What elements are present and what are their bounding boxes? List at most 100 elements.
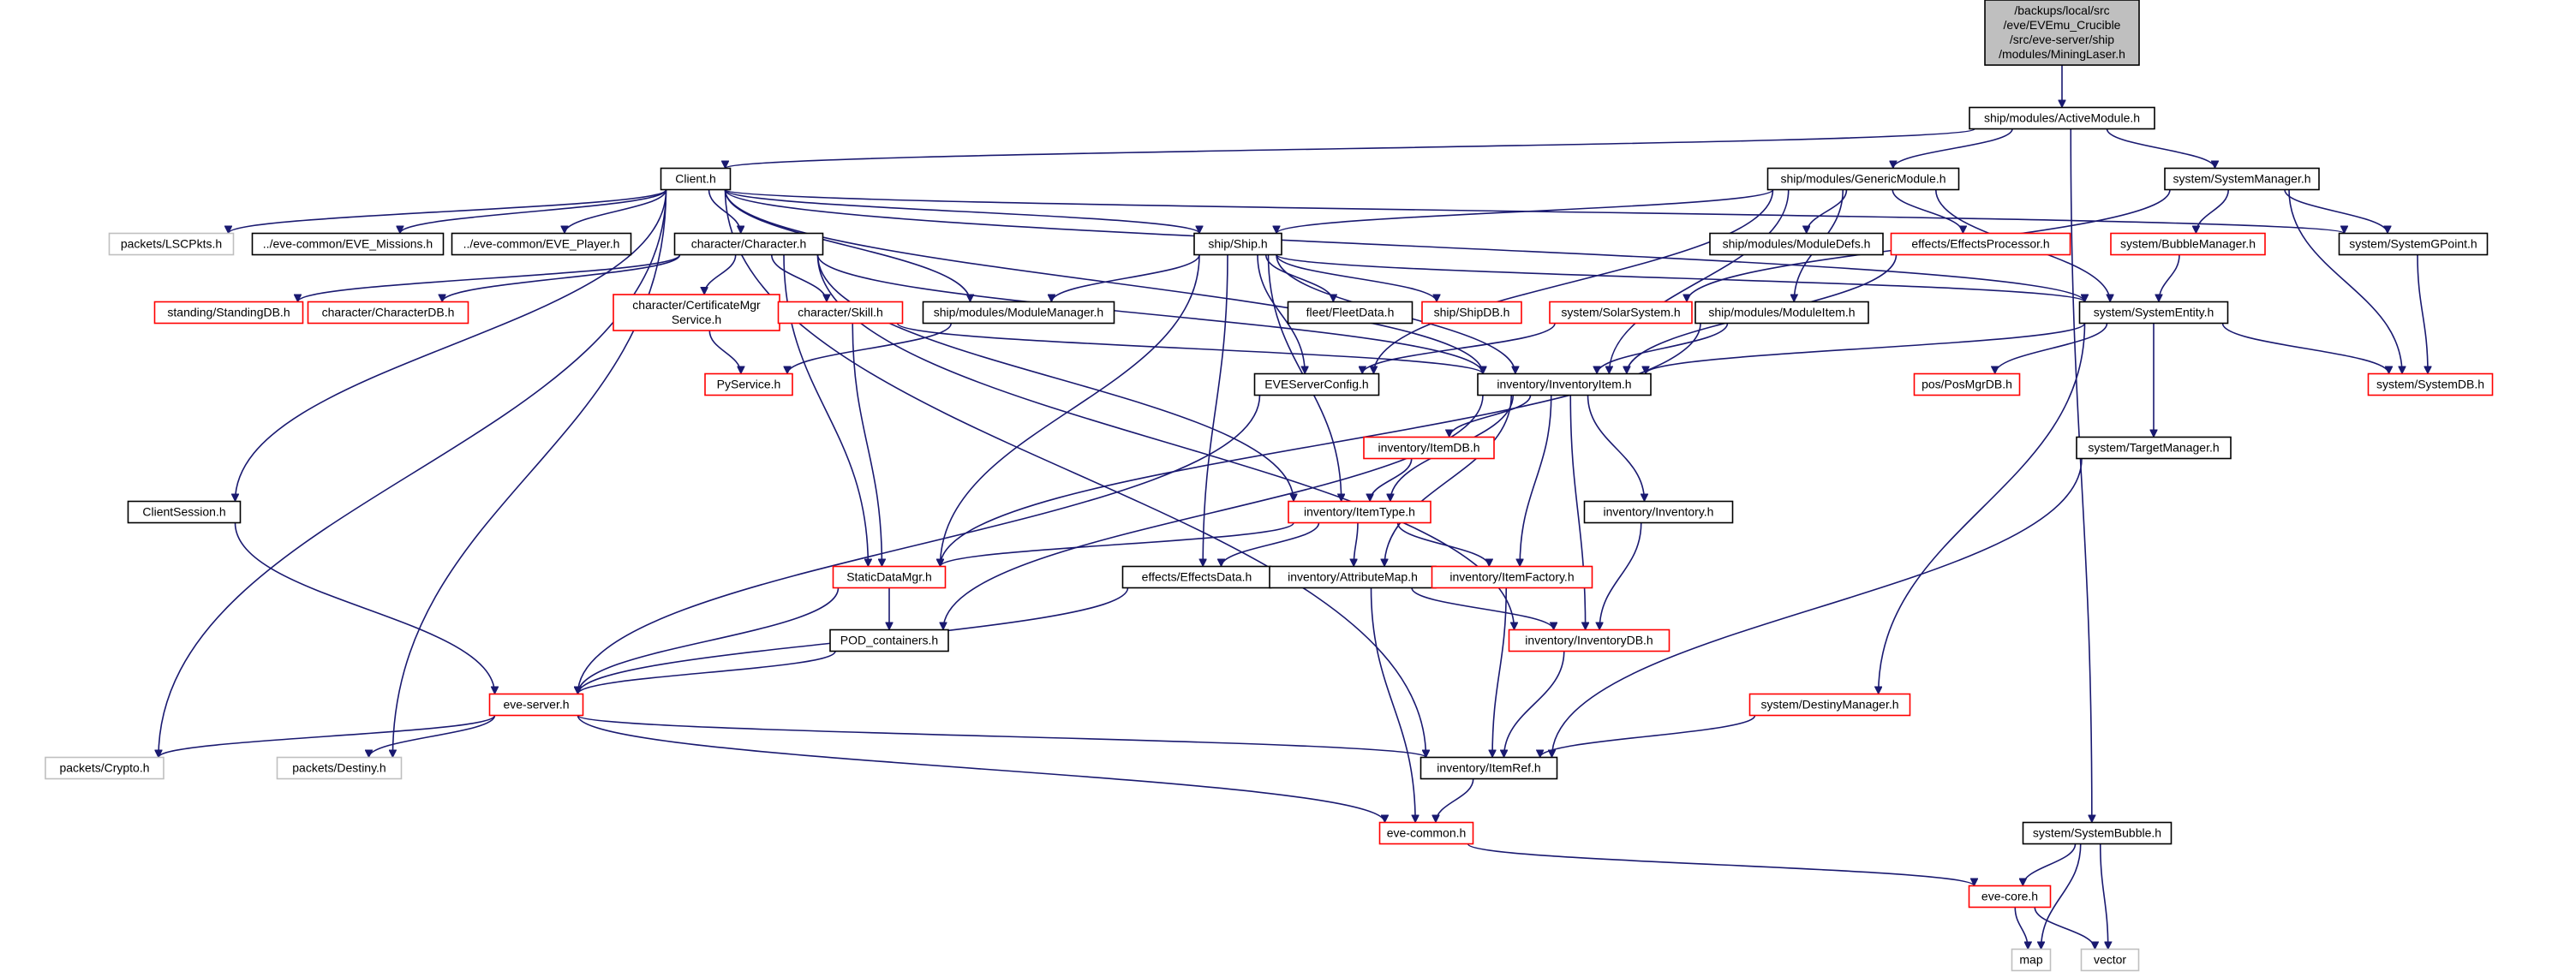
node-label: Client.h <box>675 172 715 186</box>
node-bubblemanager[interactable]: system/BubbleManager.h <box>2110 232 2266 256</box>
node-inventoryitem[interactable]: inventory/InventoryItem.h <box>1477 372 1652 396</box>
node-evecommon[interactable]: eve-common.h <box>1378 821 1474 845</box>
node-pyservice[interactable]: PyService.h <box>704 372 793 396</box>
node-targetmanager[interactable]: system/TargetManager.h <box>2076 436 2232 460</box>
node-itemref[interactable]: inventory/ItemRef.h <box>1419 756 1558 780</box>
node-box <box>153 301 304 325</box>
node-lscpkts[interactable]: packets/LSCPkts.h <box>108 232 235 256</box>
node-effectsdata[interactable]: effects/EffectsData.h <box>1121 565 1272 589</box>
edge-inventoryitem-to-inventorydb <box>1569 395 1585 630</box>
node-box <box>1709 232 1884 256</box>
node-solarsystem[interactable]: system/SolarSystem.h <box>1549 301 1693 325</box>
edge-activemodule-to-genericmodule <box>1893 128 2013 169</box>
node-characterdb[interactable]: character/CharacterDB.h <box>307 301 469 325</box>
node-genericmodule[interactable]: ship/modules/GenericModule.h <box>1766 167 1960 191</box>
node-label: inventory/ItemRef.h <box>1437 761 1540 775</box>
edge-systementity-to-posmgrdb <box>1995 323 2108 374</box>
node-itemdb[interactable]: inventory/ItemDB.h <box>1363 436 1495 460</box>
node-box <box>673 232 824 256</box>
node-moduledefs[interactable]: ship/modules/ModuleDefs.h <box>1709 232 1884 256</box>
node-systemdb[interactable]: system/SystemDB.h <box>2367 372 2494 396</box>
node-label: Service.h <box>672 313 721 326</box>
node-skill[interactable]: character/Skill.h <box>777 301 904 325</box>
node-character[interactable]: character/Character.h <box>673 232 824 256</box>
node-systementity[interactable]: system/SystemEntity.h <box>2078 301 2229 325</box>
node-map[interactable]: map <box>2011 948 2052 972</box>
node-box <box>2338 232 2489 256</box>
node-label: system/SystemDB.h <box>2376 378 2484 391</box>
node-evemissions[interactable]: ../eve-common/EVE_Missions.h <box>251 232 445 256</box>
edge-systemmanager-to-systemdb <box>2288 189 2402 374</box>
node-modulemanager[interactable]: ship/modules/ModuleManager.h <box>922 301 1115 325</box>
node-box <box>1419 756 1558 780</box>
node-podcontainers[interactable]: POD_containers.h <box>829 628 949 652</box>
node-destiny[interactable]: packets/Destiny.h <box>276 756 403 780</box>
node-box <box>922 301 1115 325</box>
node-box <box>1748 693 1911 717</box>
node-label: inventory/ItemDB.h <box>1378 441 1479 455</box>
node-vector[interactable]: vector <box>2080 948 2140 972</box>
node-box <box>1913 372 2021 396</box>
edge-client-to-eveplayer <box>565 189 667 234</box>
node-eveserver[interactable]: eve-server.h <box>488 693 584 717</box>
node-label: inventory/InventoryDB.h <box>1525 634 1653 647</box>
edge-character-to-skill <box>770 254 827 302</box>
edge-character-to-characterdb <box>442 254 681 302</box>
edge-client-to-destiny <box>392 189 667 758</box>
edge-activemodule-to-systembubble <box>2070 128 2092 823</box>
node-box <box>660 167 732 191</box>
edge-character-to-certificatemgr <box>704 254 737 295</box>
node-label: ship/Ship.h <box>1208 237 1267 251</box>
node-label: packets/LSCPkts.h <box>121 237 222 251</box>
edge-inventoryitem-to-attributemap <box>1384 395 1513 567</box>
node-itemtype[interactable]: inventory/ItemType.h <box>1288 500 1431 524</box>
edge-staticdatamgr-to-eveserver <box>578 587 840 694</box>
node-moduleitem[interactable]: ship/modules/ModuleItem.h <box>1694 301 1869 325</box>
node-eveplayer[interactable]: ../eve-common/EVE_Player.h <box>451 232 632 256</box>
node-itemfactory[interactable]: inventory/ItemFactory.h <box>1431 565 1593 589</box>
node-box <box>1431 565 1593 589</box>
edge-character-to-inventoryitem <box>816 254 1484 374</box>
node-label: standing/StandingDB.h <box>167 306 290 319</box>
node-label: /src/eve-server/ship <box>2010 33 2114 46</box>
node-evecore[interactable]: eve-core.h <box>1968 885 2052 908</box>
edge-itemdb-to-itemtype <box>1370 458 1413 502</box>
node-crypto[interactable]: packets/Crypto.h <box>45 756 164 780</box>
node-shipdb[interactable]: ship/ShipDB.h <box>1421 301 1522 325</box>
node-label: eve-core.h <box>1981 890 2038 903</box>
node-posmgrdb[interactable]: pos/PosMgrDB.h <box>1913 372 2021 396</box>
node-effectsprocessor[interactable]: effects/EffectsProcessor.h <box>1890 232 2071 256</box>
node-activemodule[interactable]: ship/modules/ActiveModule.h <box>1969 106 2155 130</box>
node-label: eve-server.h <box>503 698 569 712</box>
node-mininglaser[interactable]: /backups/local/src/eve/EVEmu_Crucible/sr… <box>1984 0 2140 66</box>
edge-inventory-to-inventorydb <box>1599 522 1642 630</box>
edge-ship-to-systementity <box>1276 253 2085 303</box>
node-eveserverconfig[interactable]: EVEServerConfig.h <box>1253 372 1380 396</box>
edge-itemtype-to-effectsdata <box>1222 522 1320 567</box>
node-systemgpoint[interactable]: system/SystemGPoint.h <box>2338 232 2489 256</box>
node-label: effects/EffectsProcessor.h <box>1911 237 2049 251</box>
node-inventory[interactable]: inventory/Inventory.h <box>1583 500 1734 524</box>
node-systembubble[interactable]: system/SystemBubble.h <box>2022 821 2173 845</box>
node-label: ship/modules/GenericModule.h <box>1781 172 1946 186</box>
node-layer: /backups/local/src/eve/EVEmu_Crucible/sr… <box>45 0 2494 972</box>
node-inventorydb[interactable]: inventory/InventoryDB.h <box>1508 628 1671 652</box>
node-clientsession[interactable]: ClientSession.h <box>127 500 242 524</box>
edge-genericmodule-to-eveserverconfig <box>1374 189 1774 374</box>
node-systemmanager[interactable]: system/SystemManager.h <box>2164 167 2320 191</box>
edge-client-to-crypto <box>158 189 667 758</box>
edge-moduleitem-to-inventoryitem <box>1597 323 1729 374</box>
node-attributemap[interactable]: inventory/AttributeMap.h <box>1269 565 1437 589</box>
node-standingdb[interactable]: standing/StandingDB.h <box>153 301 304 325</box>
node-box <box>1363 436 1495 460</box>
edge-inventoryitem-to-itemfactory <box>1520 395 1552 567</box>
node-staticdatamgr[interactable]: StaticDataMgr.h <box>832 565 947 589</box>
node-destinymanager[interactable]: system/DestinyManager.h <box>1748 693 1911 717</box>
node-client[interactable]: Client.h <box>660 167 732 191</box>
edge-systemmanager-to-systemgpoint <box>2284 189 2388 234</box>
node-label: inventory/InventoryItem.h <box>1497 378 1631 391</box>
node-fleetdata[interactable]: fleet/FleetData.h <box>1287 301 1414 325</box>
node-ship[interactable]: ship/Ship.h <box>1193 232 1282 256</box>
